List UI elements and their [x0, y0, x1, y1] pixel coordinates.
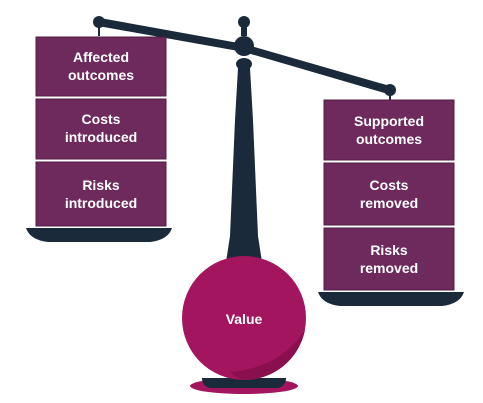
- right-box-stack: Supported outcomes Costs removed Risks r…: [323, 99, 455, 291]
- scale-pivot: [234, 36, 254, 56]
- right-box-risks-removed: Risks removed: [323, 227, 455, 291]
- box-label-line2: removed: [360, 260, 418, 276]
- right-box-supported-outcomes: Supported outcomes: [323, 99, 455, 161]
- box-label-line1: Costs: [82, 111, 121, 127]
- left-box-risks-introduced: Risks introduced: [35, 161, 167, 227]
- box-label-line2: removed: [360, 195, 418, 211]
- box-label-line2: introduced: [65, 195, 137, 211]
- value-ball: Value: [182, 256, 306, 381]
- box-label-line1: Risks: [82, 177, 120, 193]
- right-pan: [318, 292, 464, 306]
- scale-pivot-collar: [236, 58, 252, 70]
- box-label-line1: Affected: [73, 49, 129, 65]
- box-label-line2: outcomes: [68, 67, 134, 83]
- scale-top-finial: [238, 16, 250, 28]
- scale-beam: [98, 18, 390, 94]
- box-label-line1: Supported: [354, 113, 424, 129]
- scale-base: [202, 378, 286, 388]
- box-label-line2: introduced: [65, 129, 137, 145]
- box-label-line1: Risks: [370, 242, 408, 258]
- scale-column: [226, 68, 262, 262]
- scale-finial-neck: [241, 26, 247, 36]
- value-ball-shade: [230, 330, 305, 381]
- box-label-line2: outcomes: [356, 131, 422, 147]
- box-label-line1: Costs: [370, 177, 409, 193]
- left-box-costs-introduced: Costs introduced: [35, 98, 167, 160]
- left-pan: [26, 228, 172, 242]
- value-label: Value: [226, 311, 263, 327]
- left-box-stack: Affected outcomes Costs introduced Risks…: [35, 36, 167, 227]
- right-box-costs-removed: Costs removed: [323, 162, 455, 226]
- left-box-affected-outcomes: Affected outcomes: [35, 36, 167, 97]
